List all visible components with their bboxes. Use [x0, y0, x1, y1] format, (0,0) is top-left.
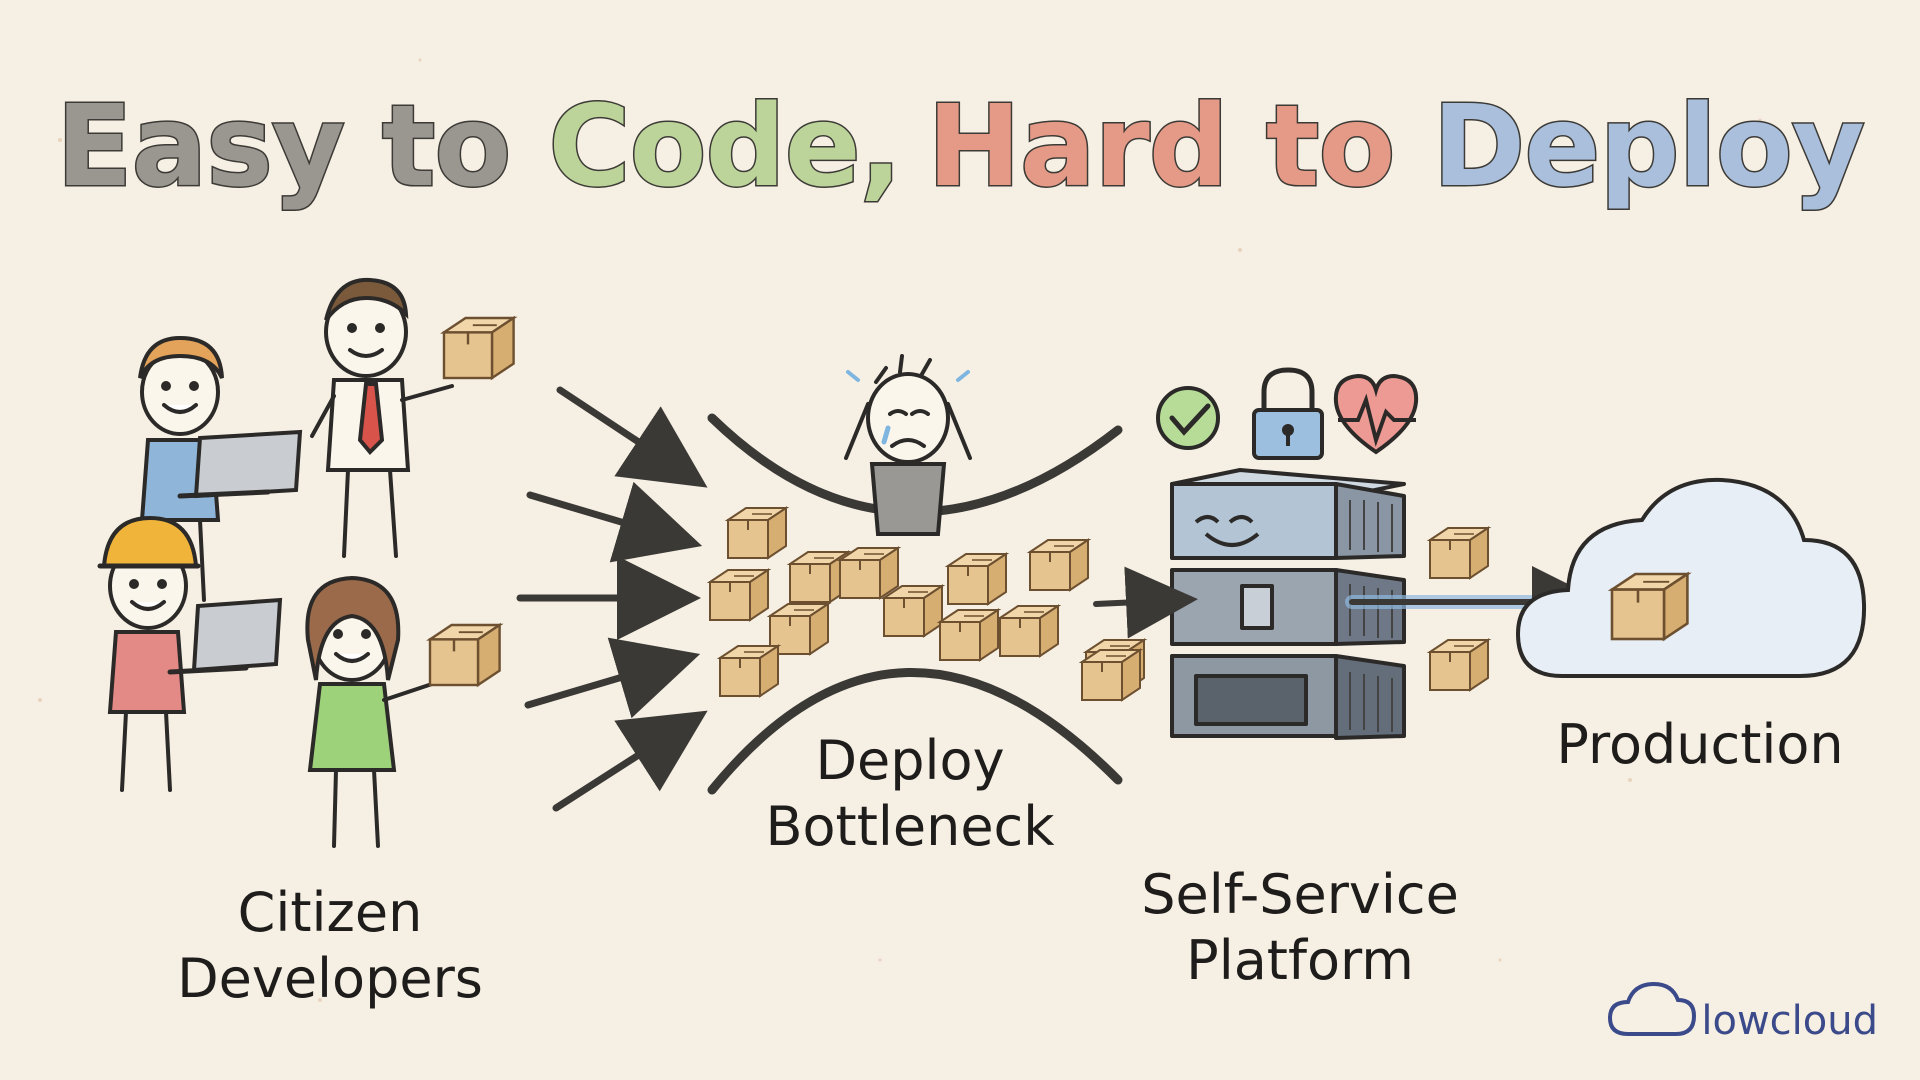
heartbeat-icon: [1333, 373, 1419, 455]
cloud-icon: [1515, 477, 1867, 678]
check-circle-icon: [1156, 386, 1220, 450]
label-line: Platform: [1186, 929, 1414, 992]
title-word-2: Code,: [547, 81, 904, 214]
jammed-boxes: [709, 507, 1145, 697]
label-self-service-platform: Self-Service Platform: [1110, 862, 1490, 994]
box-icon: [428, 623, 501, 687]
page-title: Easy to Code,Hard to Deploy: [0, 81, 1920, 214]
label-line: Production: [1556, 713, 1844, 776]
title-word-1: Easy to: [55, 81, 513, 214]
developer-tie: [310, 277, 454, 558]
lowcloud-logo-icon: [1607, 981, 1697, 1036]
padlock-icon: [1252, 367, 1324, 460]
box-icon: [1081, 649, 1141, 701]
stressed-person: [844, 354, 972, 536]
label-line: Self-Service: [1141, 863, 1459, 926]
brand-name: lowcloud: [1701, 998, 1878, 1044]
title-word-3: Hard to: [926, 81, 1397, 214]
box-icon: [442, 316, 515, 380]
label-citizen-developers: Citizen Developers: [150, 880, 510, 1012]
label-production: Production: [1530, 712, 1870, 778]
title-word-4: Deploy: [1431, 81, 1866, 214]
inflow-arrows: [516, 386, 708, 812]
label-line: Bottleneck: [765, 795, 1055, 858]
citizen-developers-group: [97, 277, 454, 848]
developer-hard-hat: [97, 515, 283, 792]
brand: lowcloud: [1701, 998, 1878, 1044]
developer-woman: [305, 575, 434, 848]
box-icon: [1429, 527, 1489, 579]
developer-curly-hair: [138, 335, 303, 602]
self-service-server: [1170, 468, 1406, 740]
label-line: Citizen: [237, 881, 423, 944]
box-icon: [1610, 572, 1689, 641]
paper-speckles: [38, 58, 1762, 1002]
label-deploy-bottleneck: Deploy Bottleneck: [740, 728, 1080, 860]
box-icon: [1429, 639, 1489, 691]
label-line: Developers: [177, 947, 483, 1010]
label-line: Deploy: [815, 729, 1005, 792]
